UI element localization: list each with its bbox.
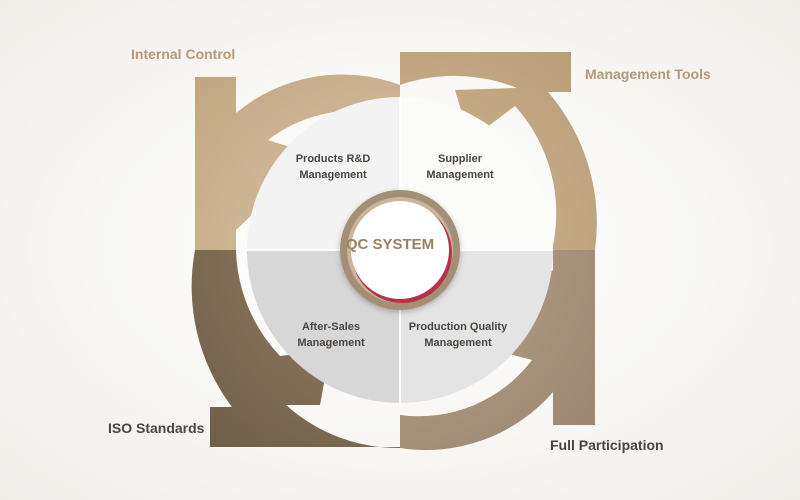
quadrant-label-production-quality: Production Quality Management <box>393 319 523 351</box>
center-title: QC SYSTEM <box>345 236 435 253</box>
quadrant-label-line: Management <box>297 337 365 349</box>
center-ring <box>340 190 460 310</box>
label-management-tools: Management Tools <box>585 66 711 82</box>
label-internal-control: Internal Control <box>131 46 236 62</box>
quadrant-label-line: Management <box>424 337 492 349</box>
quadrant-label-supplier: Supplier Management <box>395 151 525 183</box>
quadrant-label-line: Production Quality <box>408 321 508 333</box>
label-full-participation: Full Participation <box>550 437 664 453</box>
quadrant-label-line: Management <box>426 169 494 181</box>
quadrant-label-products-rd: Products R&D Management <box>268 151 398 183</box>
quadrant-label-after-sales: After-Sales Management <box>266 319 396 351</box>
quadrant-label-line: Supplier <box>437 153 482 165</box>
quadrant-label-line: After-Sales <box>301 321 361 333</box>
arrow-bottom-left <box>191 250 400 449</box>
quadrant-label-line: Products R&D <box>295 153 371 165</box>
quadrant-label-line: Management <box>299 169 367 181</box>
arrow-top-right <box>400 52 597 250</box>
label-iso-standards: ISO Standards <box>108 420 205 436</box>
